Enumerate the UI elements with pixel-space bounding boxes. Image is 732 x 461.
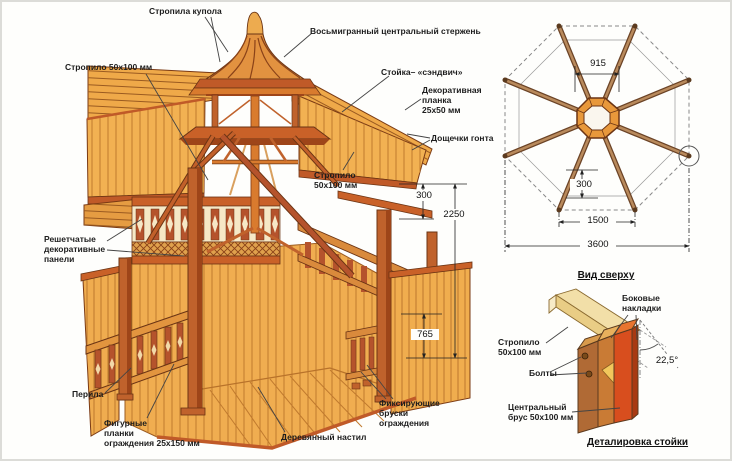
label-bolts: Болты [529,368,557,378]
lantern-drum [178,94,332,145]
label-figured-battens: Фигурные планки ограждения 25x150 мм [104,418,200,449]
label-central-bar: Центральный брус 50x100 мм [508,402,574,423]
dim-frieze-300: 300 [409,190,439,201]
interior-rafter [262,139,278,196]
bolt-head [585,370,593,378]
dim-height-2250: 2250 [438,209,470,220]
dim-total-3600: 3600 [580,239,616,250]
main-rafters [145,131,355,279]
detail-angle-annotation [639,319,679,380]
caption-post-detail: Деталировка стойки [586,437,689,448]
leader-lines-main [104,16,431,433]
interior-rafter [229,139,248,196]
dim-railing-765: 765 [411,329,439,340]
inner-railing-panel [345,325,378,390]
label-detail-rafter: Стропило 50x100 мм [498,337,542,358]
gazebo-illustration [80,11,473,450]
detail-sandwich-post [576,318,640,434]
cupola [188,11,322,96]
leader-lines-detail [545,314,638,413]
central-rod-upper [250,95,260,129]
dim-center-915: 915 [590,58,606,69]
label-fixing-bars: Фиксирующие бруски ограждения [379,398,440,429]
dim-gap-300: 300 [570,179,598,190]
detail-marker-circle [678,145,700,167]
roof-shingle-facet-left [86,97,206,205]
label-handrail: Перила [72,389,104,399]
collar-beam [212,136,298,165]
label-side-plates: Боковые накладки [622,293,662,314]
top-view-drawing [502,23,700,252]
far-frieze-lattice-panel [131,196,281,265]
label-sandwich-post: Стойка– «сэндвич» [381,67,463,77]
label-cupola-rafters: Стропила купола [149,6,222,16]
eave-beam-right [337,190,433,219]
post-left-outer [116,257,134,401]
label-central-rod: Восьмигранный центральный стержень [310,26,481,36]
posts [116,167,438,416]
label-shingle-boards: Дощечки гонта [431,133,494,143]
label-decorative-batten: Декоративная планка 25x50 мм [422,85,482,116]
post-right-front [374,209,394,403]
label-rafter-left: Стропило 50x100 мм [65,62,153,72]
label-rafter-right: Стропило 50x100 мм [314,170,358,191]
post-left-front [180,167,206,416]
post-detail-drawing [545,288,679,434]
fixing-block [351,382,361,390]
central-rod [206,144,304,257]
deck-fascia [156,396,417,450]
right-wall [388,261,473,415]
label-angle-22-5: 22,5° [651,355,683,366]
dim-bay-1500: 1500 [580,215,616,226]
eave-soffit-battens [84,199,140,229]
label-lattice-panels: Решетчатые декоративные панели [44,234,106,265]
left-railing [85,310,189,400]
label-deck: Деревянный настил [281,432,367,442]
bolt-head [581,352,589,360]
caption-top-view: Вид сверху [577,270,635,281]
